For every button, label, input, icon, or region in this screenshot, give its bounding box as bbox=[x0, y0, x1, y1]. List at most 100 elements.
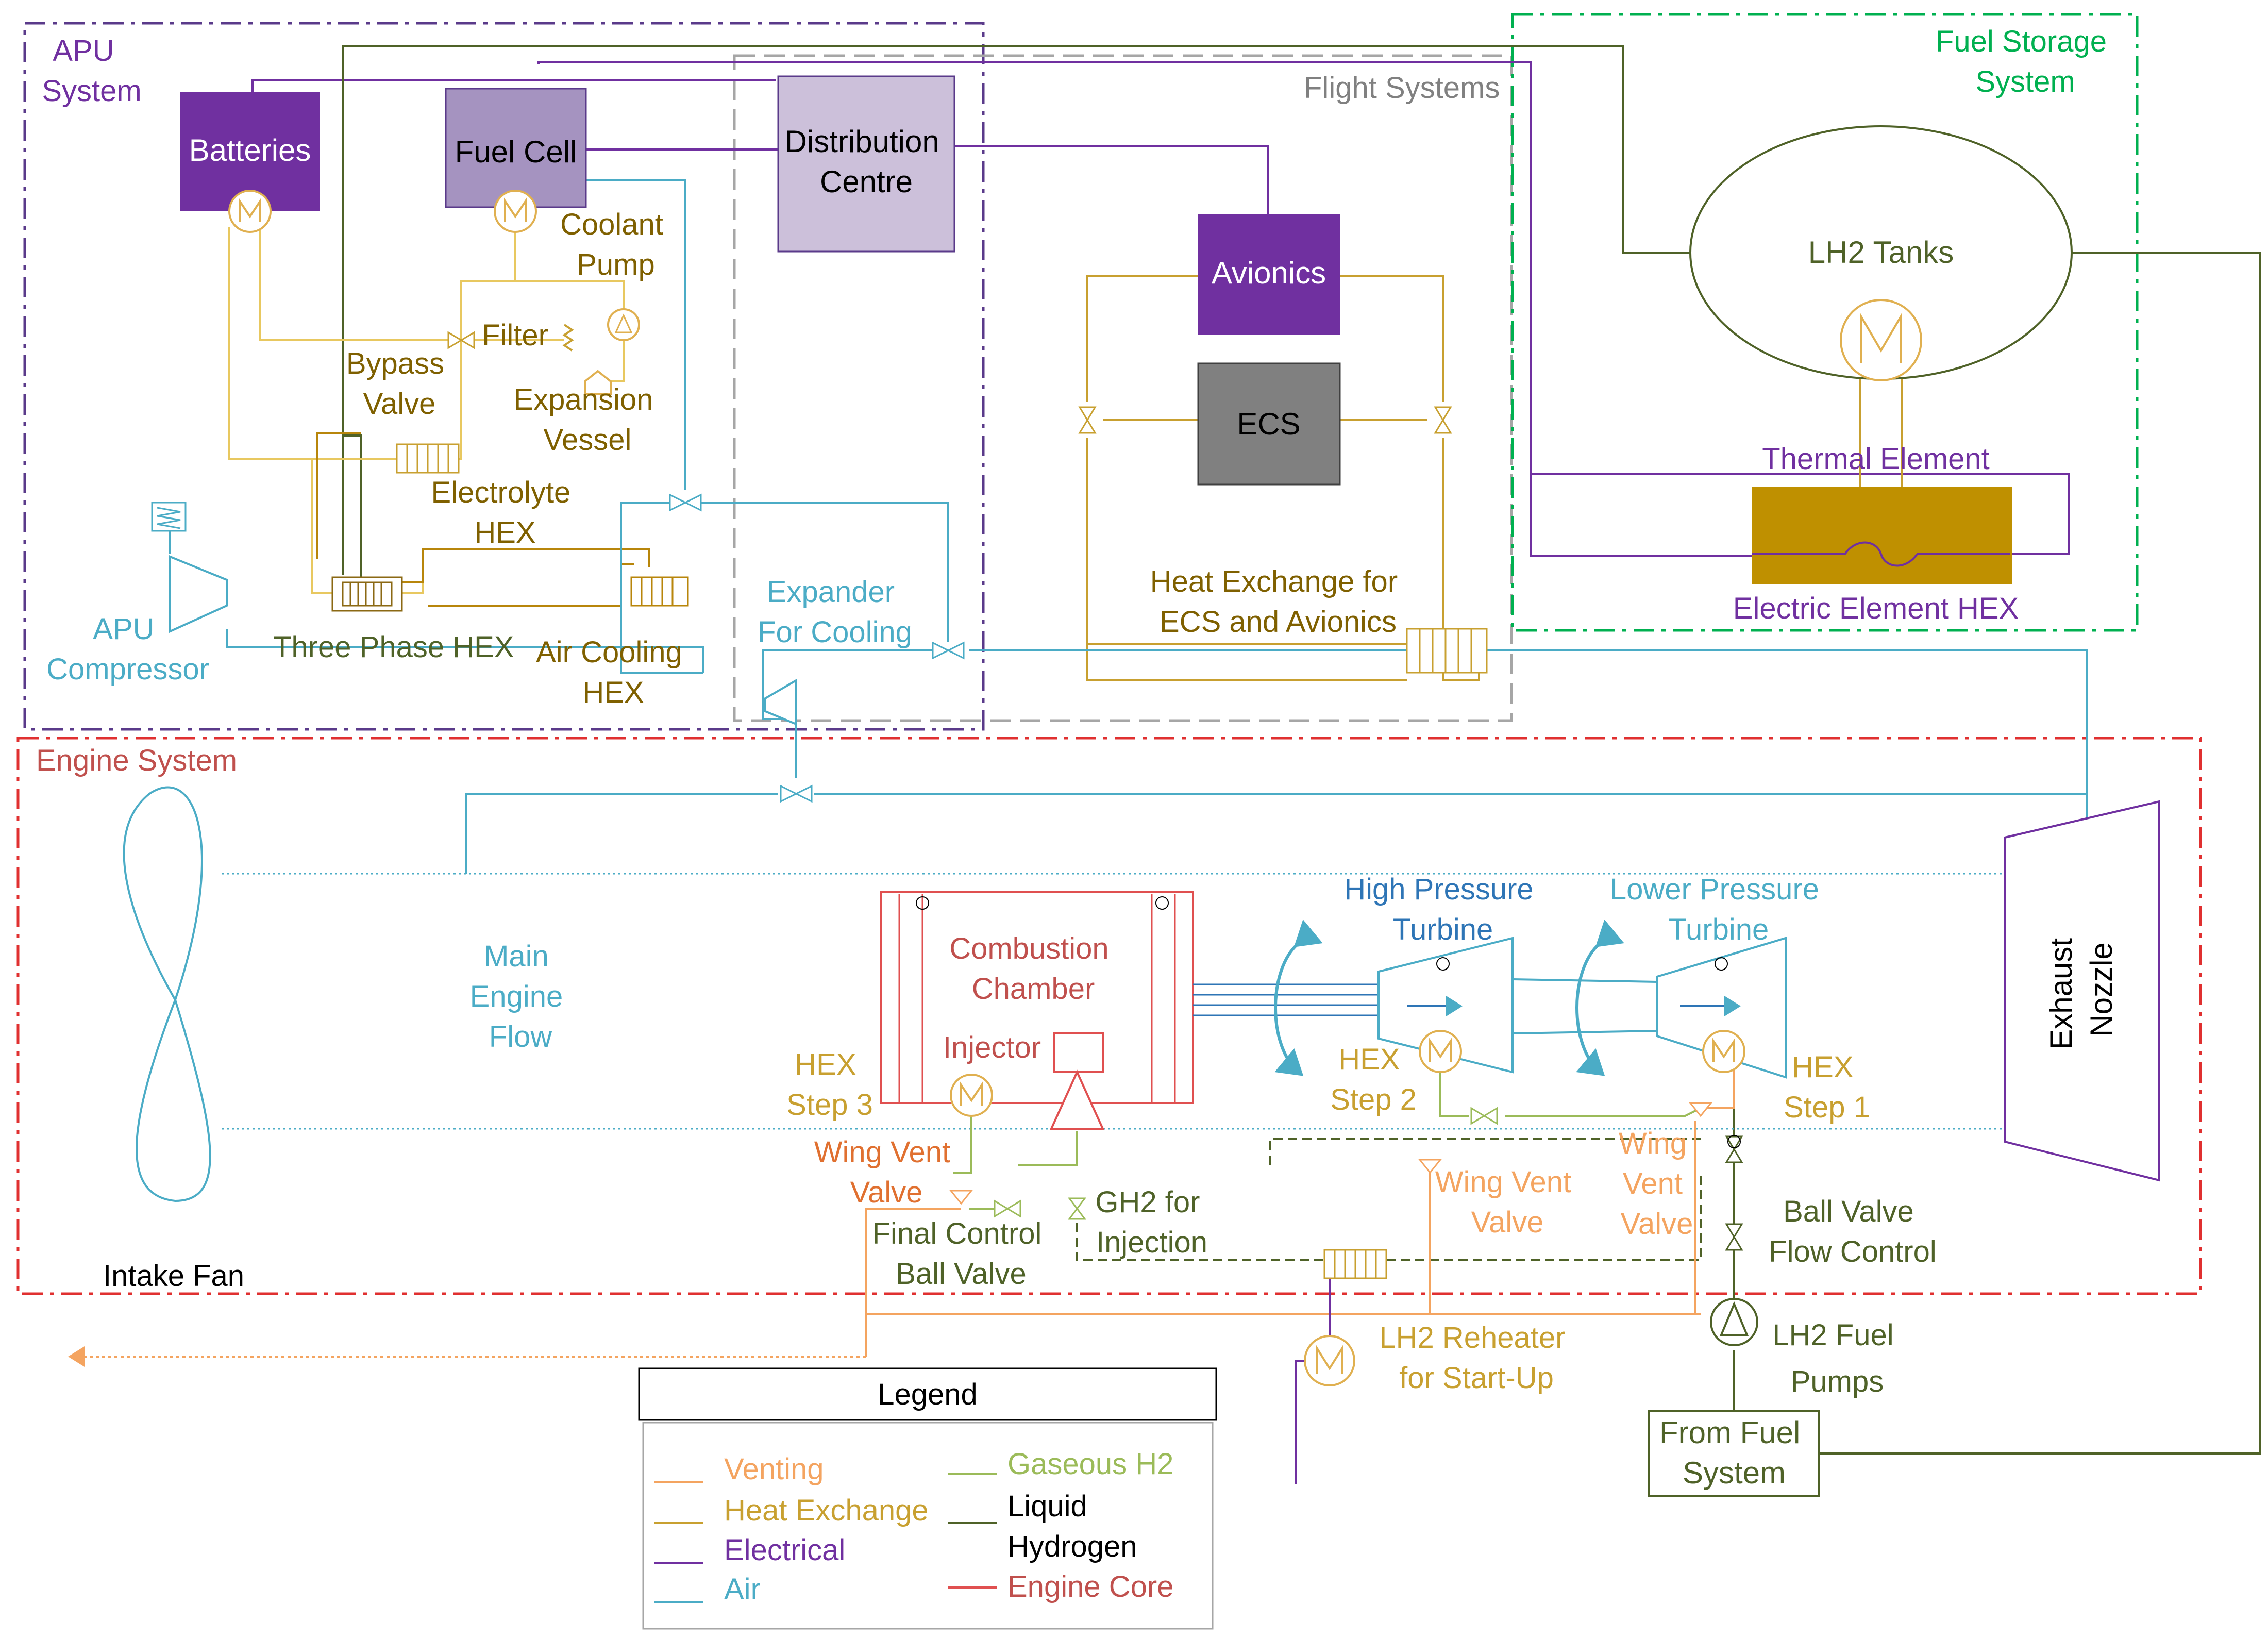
wvv3-l2: Vent bbox=[1623, 1167, 1683, 1200]
ball-valve-top-icon[interactable] bbox=[1725, 1135, 1743, 1163]
combustion-l1: Combustion bbox=[949, 932, 1108, 965]
legend-label-gas: Gaseous H2 bbox=[1007, 1447, 1173, 1481]
coolant-pump-label: Coolant Pump bbox=[560, 208, 671, 281]
distribution-centre-block[interactable] bbox=[777, 75, 955, 253]
from-fuel-system-label: From Fuel System bbox=[1659, 1415, 1809, 1490]
sensor-lp-icon bbox=[1715, 957, 1728, 971]
lp-turbine-label: Lower Pressure Turbine bbox=[1610, 873, 1827, 946]
apu-region-title: APU System bbox=[42, 34, 141, 108]
ecs-hex-l2: ECS and Avionics bbox=[1160, 605, 1397, 639]
air-cooling-l1: Air Cooling bbox=[536, 636, 682, 669]
gh2-injection-valve-icon[interactable] bbox=[1068, 1197, 1086, 1220]
ball-valve-flow-control-label: Ball Valve Flow Control bbox=[1769, 1195, 1937, 1268]
hp-turbine-l2: Turbine bbox=[1393, 913, 1493, 946]
bypass-valve-icon[interactable] bbox=[447, 331, 475, 349]
reheater-coil-m bbox=[1316, 1344, 1343, 1374]
ecs-block[interactable] bbox=[1197, 362, 1341, 486]
hex3-l1: HEX bbox=[795, 1048, 856, 1081]
legend-label-liquid: Liquid Hydrogen bbox=[1007, 1490, 1137, 1563]
fuel-cell-label: Fuel Cell bbox=[455, 135, 577, 169]
fuel-cell-block[interactable] bbox=[445, 88, 587, 208]
ball-valve-bottom-icon[interactable] bbox=[1725, 1223, 1743, 1251]
gh2-injection-label: GH2 for Injection bbox=[1095, 1185, 1208, 1259]
wvv3-l1: Wing bbox=[1619, 1127, 1687, 1160]
filter-icon[interactable] bbox=[562, 324, 574, 352]
rotation-arrow-hp-icon bbox=[1274, 919, 1323, 1076]
wing-vent-valve-2-icon[interactable] bbox=[1418, 1159, 1442, 1174]
lp-turbine-l1: Lower Pressure bbox=[1610, 873, 1819, 906]
apu-region-title-l1: APU bbox=[53, 34, 114, 68]
distribution-centre-label: Distribution Centre bbox=[785, 124, 948, 199]
main-flow-l2: Engine bbox=[470, 980, 563, 1013]
exhaust-nozzle-shape[interactable] bbox=[2004, 800, 2160, 1182]
reheater-l2: for Start-Up bbox=[1399, 1361, 1554, 1395]
wvv3-l3: Valve bbox=[1621, 1207, 1693, 1241]
intake-fan-label: Intake Fan bbox=[103, 1259, 244, 1293]
combustion-chamber-label: Combustion Chamber bbox=[949, 932, 1117, 1006]
gh2-hex2-line bbox=[1439, 1067, 1469, 1117]
bypass-l1: Bypass bbox=[346, 347, 444, 380]
air-valve-2-icon[interactable] bbox=[932, 641, 965, 660]
expander-l1: Expander bbox=[767, 575, 895, 609]
injector-cone bbox=[1049, 1069, 1105, 1130]
lh2-tank-hex-m bbox=[1860, 313, 1902, 363]
final-control-valve-icon[interactable] bbox=[994, 1199, 1021, 1218]
apu-compressor-filter-zigzag bbox=[157, 507, 181, 529]
heat-dark-to-aircool bbox=[402, 548, 650, 583]
venting-lines bbox=[68, 1057, 1735, 1367]
lp-turbine-shape[interactable] bbox=[1656, 937, 1787, 1079]
air-valve-3-icon[interactable] bbox=[780, 784, 813, 803]
apu-compressor-icon[interactable] bbox=[169, 555, 228, 633]
heat-line-avionics-right bbox=[1340, 275, 1444, 402]
hex-step-2-label: HEX Step 2 bbox=[1330, 1043, 1417, 1116]
electrolyte-l2: HEX bbox=[474, 516, 535, 549]
electric-element-hex-label: Electric Element HEX bbox=[1733, 592, 2019, 625]
hex1-l1: HEX bbox=[1792, 1050, 1853, 1084]
heat-line-avionics-left bbox=[1086, 275, 1198, 402]
legend-liquid-l1: Liquid bbox=[1007, 1490, 1087, 1523]
intake-fan-icon[interactable] bbox=[123, 786, 211, 1202]
final-ctrl-l1: Final Control bbox=[872, 1217, 1042, 1250]
injector-box[interactable] bbox=[1053, 1032, 1104, 1073]
filter-label: Filter bbox=[482, 319, 548, 352]
engine-region-title: Engine System bbox=[36, 744, 237, 777]
fuel-region-title-l2: System bbox=[1975, 65, 2075, 98]
air-line-engine-bleed bbox=[465, 793, 778, 874]
expansion-vessel-icon[interactable] bbox=[584, 370, 612, 395]
avionics-block[interactable] bbox=[1198, 214, 1340, 335]
combustion-chamber-outer[interactable] bbox=[880, 891, 1194, 1104]
expander-cooling-icon[interactable] bbox=[764, 678, 797, 726]
air-line-engine-bleed-right bbox=[814, 793, 2088, 825]
wing-vent-valve-1-icon[interactable] bbox=[949, 1190, 973, 1205]
electrolyte-hex-fins bbox=[406, 444, 449, 473]
gh2-dashed-reheater bbox=[1076, 1209, 1324, 1261]
fuel-region-title: Fuel Storage System bbox=[1936, 25, 2115, 98]
ecs-valve-left-icon[interactable] bbox=[1078, 406, 1097, 434]
air-valve-1-icon[interactable] bbox=[669, 493, 702, 512]
main-engine-flow-label: Main Engine Flow bbox=[470, 940, 572, 1054]
lh2-apu-drop bbox=[343, 434, 362, 582]
gh2-loop-to-hex1 bbox=[1505, 1107, 1701, 1117]
batteries-label: Batteries bbox=[189, 133, 311, 168]
batteries-hex-icon bbox=[228, 190, 272, 233]
air-line-valve-to-expander bbox=[701, 502, 949, 642]
ecs-valve-right-icon[interactable] bbox=[1434, 406, 1452, 434]
hex2-icon bbox=[1419, 1030, 1462, 1073]
air-cooling-hex-icon bbox=[630, 576, 689, 607]
fuel-storage-border bbox=[1511, 13, 2139, 632]
from-fuel-system-block[interactable] bbox=[1648, 1410, 1820, 1497]
ecs-hex-l1: Heat Exchange for bbox=[1150, 565, 1398, 598]
from-fuel-label-l2: System bbox=[1683, 1456, 1786, 1490]
wvv2-l1: Wing Vent bbox=[1435, 1165, 1571, 1199]
exhaust-label-l1: Exhaust bbox=[2044, 938, 2078, 1050]
hex1-icon bbox=[1702, 1030, 1745, 1073]
lh2-fuel-pumps-label: LH2 Fuel Pumps bbox=[1772, 1318, 1902, 1398]
gh2-valve-1-icon[interactable] bbox=[1470, 1107, 1498, 1125]
electric-element-hex-block[interactable] bbox=[1752, 487, 2012, 584]
wing-vent-valve-3-icon[interactable] bbox=[1688, 1102, 1713, 1117]
exhaust-nozzle-label: Exhaust Nozzle bbox=[2044, 929, 2119, 1049]
gh2-inj-l1: GH2 for bbox=[1095, 1185, 1200, 1219]
combustion-chamber-walls bbox=[898, 894, 1176, 1103]
three-phase-hex-fins bbox=[349, 582, 382, 606]
hex-step-1-label: HEX Step 1 bbox=[1784, 1050, 1870, 1124]
